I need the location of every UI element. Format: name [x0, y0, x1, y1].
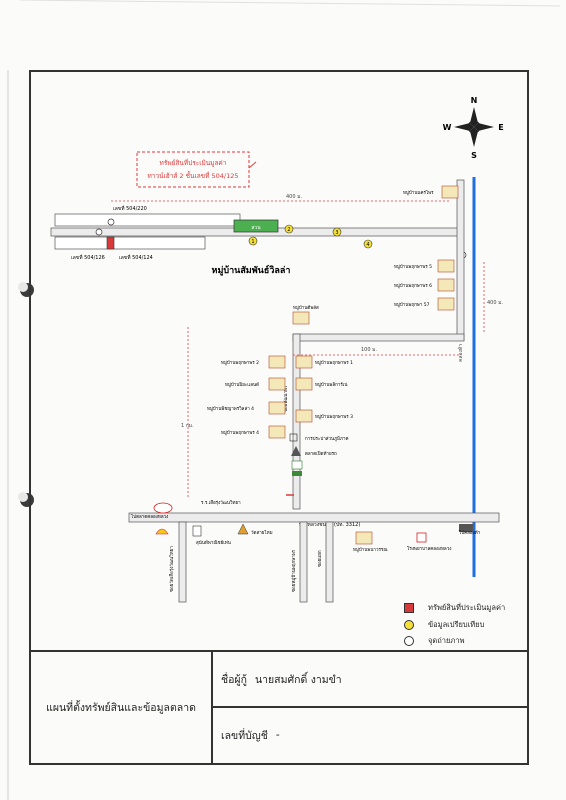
bridge-icon — [459, 524, 473, 532]
footer-borrower-row: ชื่อผู้กู้ นายสมศักดิ์ งามขำ — [213, 650, 527, 706]
subject-property-marker — [106, 236, 115, 250]
photo-legend-icon — [404, 636, 414, 646]
village-name: หมู่บ้านสัมพันธ์วิลล่า — [212, 264, 291, 276]
comparable-legend-icon — [404, 620, 414, 630]
park-label: สวน — [251, 225, 261, 231]
map-legend: ทรัพย์สินที่ประเมินมูลค่า ข้อมูลเปรียบเท… — [400, 596, 524, 654]
shell-icon — [155, 528, 169, 535]
subject-legend-icon — [404, 603, 414, 613]
property-callout-line2: ทาวน์เฮ้าส์ 2 ชั้นเลขที่ 504/125 — [148, 171, 239, 180]
distance-top-road: 400 ม. — [286, 194, 302, 200]
property-callout-box — [136, 151, 250, 188]
left-side-soi-label: ซอยวัดเสือรุ่งวัฒนวิทยา — [168, 546, 175, 592]
right-side-soi — [325, 521, 334, 603]
comparable-markers — [248, 224, 373, 249]
village-left-1: หมู่บ้านพฤกษาพร 2 — [221, 360, 259, 366]
distance-right-vertical: 400 ม. — [487, 300, 503, 306]
house-number-bottom-right: เลขที่ 504/124 — [119, 254, 153, 261]
legend-photo-label: จุดถ่ายภาพ — [428, 636, 465, 645]
shop-label: สุนันท์พาณิชย์เท่น — [196, 539, 231, 546]
compass-n: N — [471, 96, 478, 105]
property-callout-line1: ทรัพย์สินที่ประเมินมูลค่า — [160, 158, 227, 167]
left-side-soi — [178, 521, 187, 603]
map-frame — [29, 70, 529, 765]
village-mid-2: หมู่บ้านพลิการ์เน่ — [315, 381, 347, 388]
shop-building-icon — [192, 525, 202, 537]
photo-point — [95, 228, 103, 236]
footer-title: แผนที่ตั้งทรัพย์สินและข้อมูลตลาด — [31, 650, 213, 763]
compass-e: E — [498, 123, 503, 132]
hospital-icon — [416, 532, 427, 543]
borrower-name: นายสมศักดิ์ งามขำ — [254, 673, 342, 686]
account-label: เลขที่บัญชี — [221, 729, 268, 742]
mid-side-soi-label: ซอยหมู่บ้านพฤกษาพร — [291, 549, 297, 592]
village-right-1: หมู่บ้านพฤกษาพร 5 — [394, 264, 432, 270]
comparable-1: 1 — [251, 239, 254, 245]
footer-account-row: เลขที่บัญชี - — [213, 706, 527, 762]
hospital-label: โรงพยาบาลคลองหลวง — [407, 545, 451, 552]
right-road — [456, 179, 465, 341]
bridge-label: ไปคลองห้า — [458, 530, 481, 536]
village-left-3: หมู่บ้านพิชญาพรวิลล่า 4 — [207, 406, 254, 412]
temple-label: วัดสายไหม — [251, 530, 273, 536]
compass-rose: N S W E — [443, 96, 504, 160]
mid-side-soi — [299, 521, 308, 603]
right-side-soi-label: ซอยแยก — [317, 550, 323, 567]
esso-icon — [153, 502, 173, 514]
compass-s: S — [471, 151, 477, 160]
water-office-label: การประปาส่วนภูมิภาค — [305, 436, 349, 442]
village-left-4: หมู่บ้านพฤกษาพร 4 — [221, 430, 259, 436]
school-label: ร.ร.เสือรุ่งวัฒนวิทยา — [201, 499, 241, 506]
distance-middle-road: 100 ม. — [361, 347, 377, 353]
market-label: ตลาดเปิดท้ายรถ — [305, 451, 337, 457]
village-mid-1: หมู่บ้านพฤกษาพร 1 — [315, 360, 353, 366]
borrower-label: ชื่อผู้กู้ — [221, 673, 247, 686]
village-top-right: หมู่บ้านนครไพร — [403, 190, 434, 196]
village-mid-3: หมู่บ้านพฤกษาพร 3 — [315, 414, 353, 420]
village-left-2: หมู่บ้านปิยะแลนด์ — [225, 381, 259, 388]
center-soi-label: ซอยพัฒนาพร — [283, 385, 289, 412]
legend-comparable-label: ข้อมูลเปรียบเทียบ — [428, 620, 485, 629]
water-office-icon — [289, 433, 298, 442]
house-number-top: เลขที่ 504/220 — [113, 205, 147, 212]
village-bottom: หมู่บ้านพนาวรรณ — [353, 547, 388, 553]
gas-station-label: ไปตลาดคลองหลวง — [130, 514, 168, 520]
village-center-top: หมู่บ้านดีพลัส — [293, 305, 319, 311]
account-value: - — [275, 729, 280, 741]
shop-icon — [291, 460, 303, 470]
village-right-2: หมู่บ้านพฤกษาพร 6 — [394, 283, 432, 289]
comparable-3: 3 — [335, 230, 338, 236]
canal-label: คลองห้า — [457, 344, 464, 362]
distance-markers — [111, 200, 485, 497]
market-icon — [291, 446, 301, 456]
footer-title-text: แผนที่ตั้งทรัพย์สินและข้อมูลตลาด — [46, 702, 196, 714]
village-right-3: หมู่บ้านพฤกษา 57 — [394, 302, 430, 308]
compass-w: W — [443, 123, 452, 132]
village-icons — [268, 185, 459, 545]
main-highway — [128, 512, 500, 523]
park — [233, 219, 279, 233]
house-number-bottom-left: เลขที่ 504/126 — [71, 254, 105, 261]
middle-road — [292, 333, 465, 342]
comparable-2: 2 — [287, 227, 290, 233]
location-map: N S W E ทรัพย์สินที่ประเมินมูลค่า ทาวน์เ… — [50, 96, 504, 603]
comparable-4: 4 — [366, 242, 369, 248]
photo-point — [107, 218, 115, 226]
temple-icon — [237, 523, 249, 535]
legend-subject-label: ทรัพย์สินที่ประเมินมูลค่า — [428, 603, 506, 612]
distance-left-vertical: 1 กม. — [181, 423, 194, 429]
